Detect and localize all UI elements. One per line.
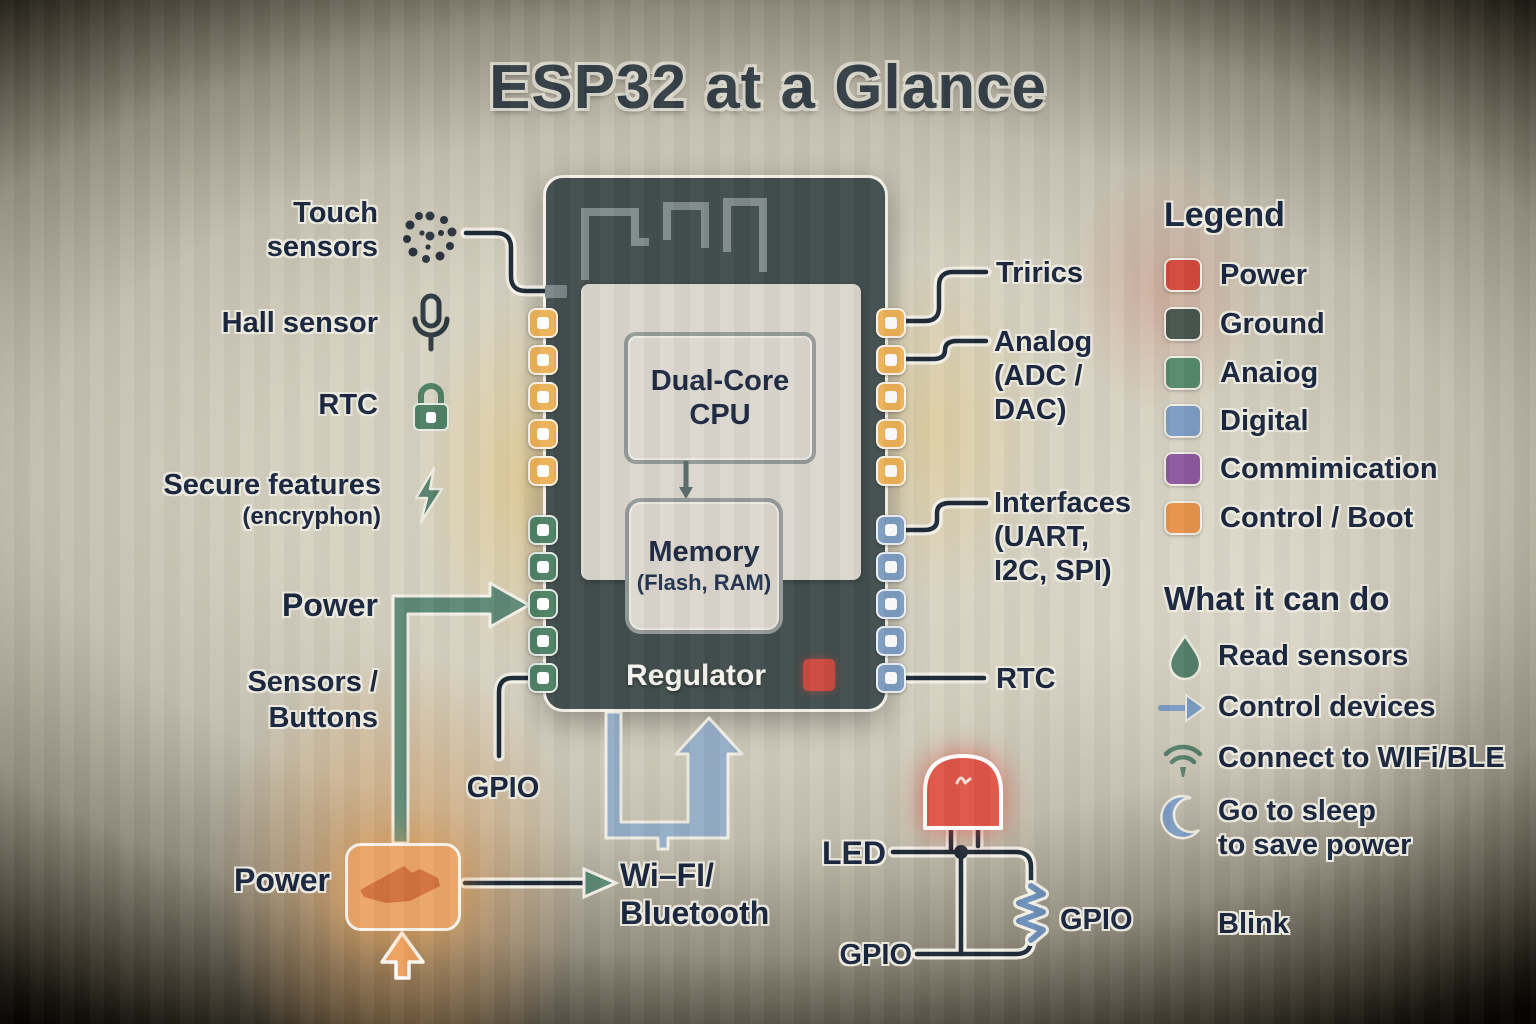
connector-power-wifi — [459, 866, 620, 900]
legend-label-power: Power — [1220, 259, 1308, 291]
legend-swatch-power — [1164, 258, 1202, 292]
chip-pin-analog — [528, 589, 558, 619]
connector-timers — [897, 266, 992, 327]
chip-pin-analog — [528, 626, 558, 656]
cpu-memory-arrow-icon — [679, 461, 693, 499]
page-title: ESP32 at a Glance — [488, 53, 1048, 122]
chip-pin-control — [528, 419, 558, 449]
chip-pin-control — [876, 308, 906, 338]
label-hall-sensor: Hall sensor — [221, 307, 378, 339]
microphone-icon — [412, 293, 450, 352]
chip-pin-control — [876, 345, 906, 375]
connector-touch — [460, 227, 553, 297]
led-circuit-wires — [887, 754, 1049, 960]
label-analog: Analog (ADC / DAC) — [994, 326, 1093, 426]
chip-pin-digital — [876, 515, 906, 545]
chip-pin-control — [528, 456, 558, 486]
label-led: LED — [822, 835, 886, 871]
moon-icon — [1160, 794, 1200, 840]
cpu-label-line1: Dual-Core — [650, 365, 790, 397]
cpu-block: Dual-Core CPU — [624, 332, 816, 464]
led-icon — [923, 754, 1003, 830]
label-gpio-resistor: GPIO — [1060, 904, 1133, 936]
legend-heading: Legend — [1164, 196, 1285, 234]
label-gpio-left: GPIO — [466, 772, 540, 804]
chip-pin-digital — [876, 552, 906, 582]
chip-pin-digital — [876, 663, 906, 693]
connector-interfaces — [897, 497, 992, 536]
padlock-icon — [413, 383, 449, 431]
memory-block: Memory (Flash, RAM) — [625, 498, 783, 634]
label-wifi-bluetooth: Wi–FI/ Bluetooth — [620, 857, 770, 931]
label-rtc-left: RTC — [318, 389, 378, 421]
legend-label-communication: Commimication — [1220, 453, 1438, 485]
label-power-mid: Power — [281, 587, 378, 623]
label-secure-features: Secure features (encryphon) — [163, 469, 381, 530]
legend-swatch-control-boot — [1164, 501, 1202, 535]
chip-pin-analog — [528, 663, 558, 693]
resistor-icon — [1013, 880, 1049, 946]
legend-swatch-digital — [1164, 404, 1202, 438]
chip-pin-control — [528, 345, 558, 375]
legend-label-digital: Digital — [1220, 405, 1309, 437]
arrow-right-icon — [1158, 693, 1206, 723]
legend-swatch-communication — [1164, 452, 1202, 486]
chip-pin-control — [876, 456, 906, 486]
chip-pin-control — [876, 382, 906, 412]
legend-label-control-boot: Control / Boot — [1220, 502, 1414, 534]
power-blob-icon — [360, 866, 440, 903]
wifi-icon — [1163, 744, 1203, 777]
capability-sleep: Go to sleep to save power — [1218, 795, 1412, 861]
chip-pin-control — [528, 308, 558, 338]
chip-pin-digital — [876, 589, 906, 619]
label-sensors-buttons: Sensors / Buttons — [247, 666, 378, 734]
capabilities-heading: What it can do — [1164, 580, 1390, 617]
power-supply-box — [345, 843, 461, 931]
cpu-label-line2: CPU — [689, 399, 751, 431]
label-touch-sensors: Touch sensors — [266, 197, 378, 263]
memory-label: Memory — [648, 536, 760, 568]
legend-label-ground: Ground — [1220, 308, 1325, 340]
chip-pin-control — [528, 382, 558, 412]
chip-pin-analog — [528, 552, 558, 582]
capability-connect-wifi: Connect to WIFi/BLE — [1218, 742, 1505, 774]
connector-analog — [897, 335, 992, 365]
capability-read-sensors: Read sensors — [1218, 640, 1409, 672]
arrowhead-icon — [582, 866, 620, 900]
label-rtc-right: RTC — [996, 663, 1056, 695]
lightning-icon — [414, 466, 444, 524]
esp32-chip: Dual-Core CPU Memory (Flash, RAM) Regula… — [543, 175, 888, 712]
chip-pin-analog — [528, 515, 558, 545]
label-interfaces: Interfaces (UART, I2C, SPI) — [994, 487, 1132, 587]
label-blink: Blink — [1218, 908, 1289, 940]
legend-swatch-analog — [1164, 356, 1202, 390]
memory-sublabel: (Flash, RAM) — [636, 570, 772, 595]
capability-control-devices: Control devices — [1218, 691, 1436, 723]
legend-label-analog: Anaiog — [1220, 357, 1319, 389]
regulator-label: Regulator — [626, 659, 767, 692]
legend-swatch-ground — [1164, 307, 1202, 341]
droplet-icon — [1168, 633, 1202, 681]
touch-dots-icon — [403, 211, 457, 263]
regulator-led-icon — [803, 659, 835, 691]
chip-pin-touch — [545, 285, 567, 298]
antenna-trace-icon — [581, 198, 767, 280]
label-timers: Trirics — [996, 257, 1084, 289]
power-up-arrow — [380, 931, 425, 980]
junction-dot — [954, 845, 968, 859]
label-power-bottom: Power — [233, 862, 330, 898]
chip-pin-control — [876, 419, 906, 449]
chip-pin-digital — [876, 626, 906, 656]
label-gpio-bottom: GPIO — [839, 939, 912, 971]
wifi-arrow-blue — [604, 710, 744, 851]
